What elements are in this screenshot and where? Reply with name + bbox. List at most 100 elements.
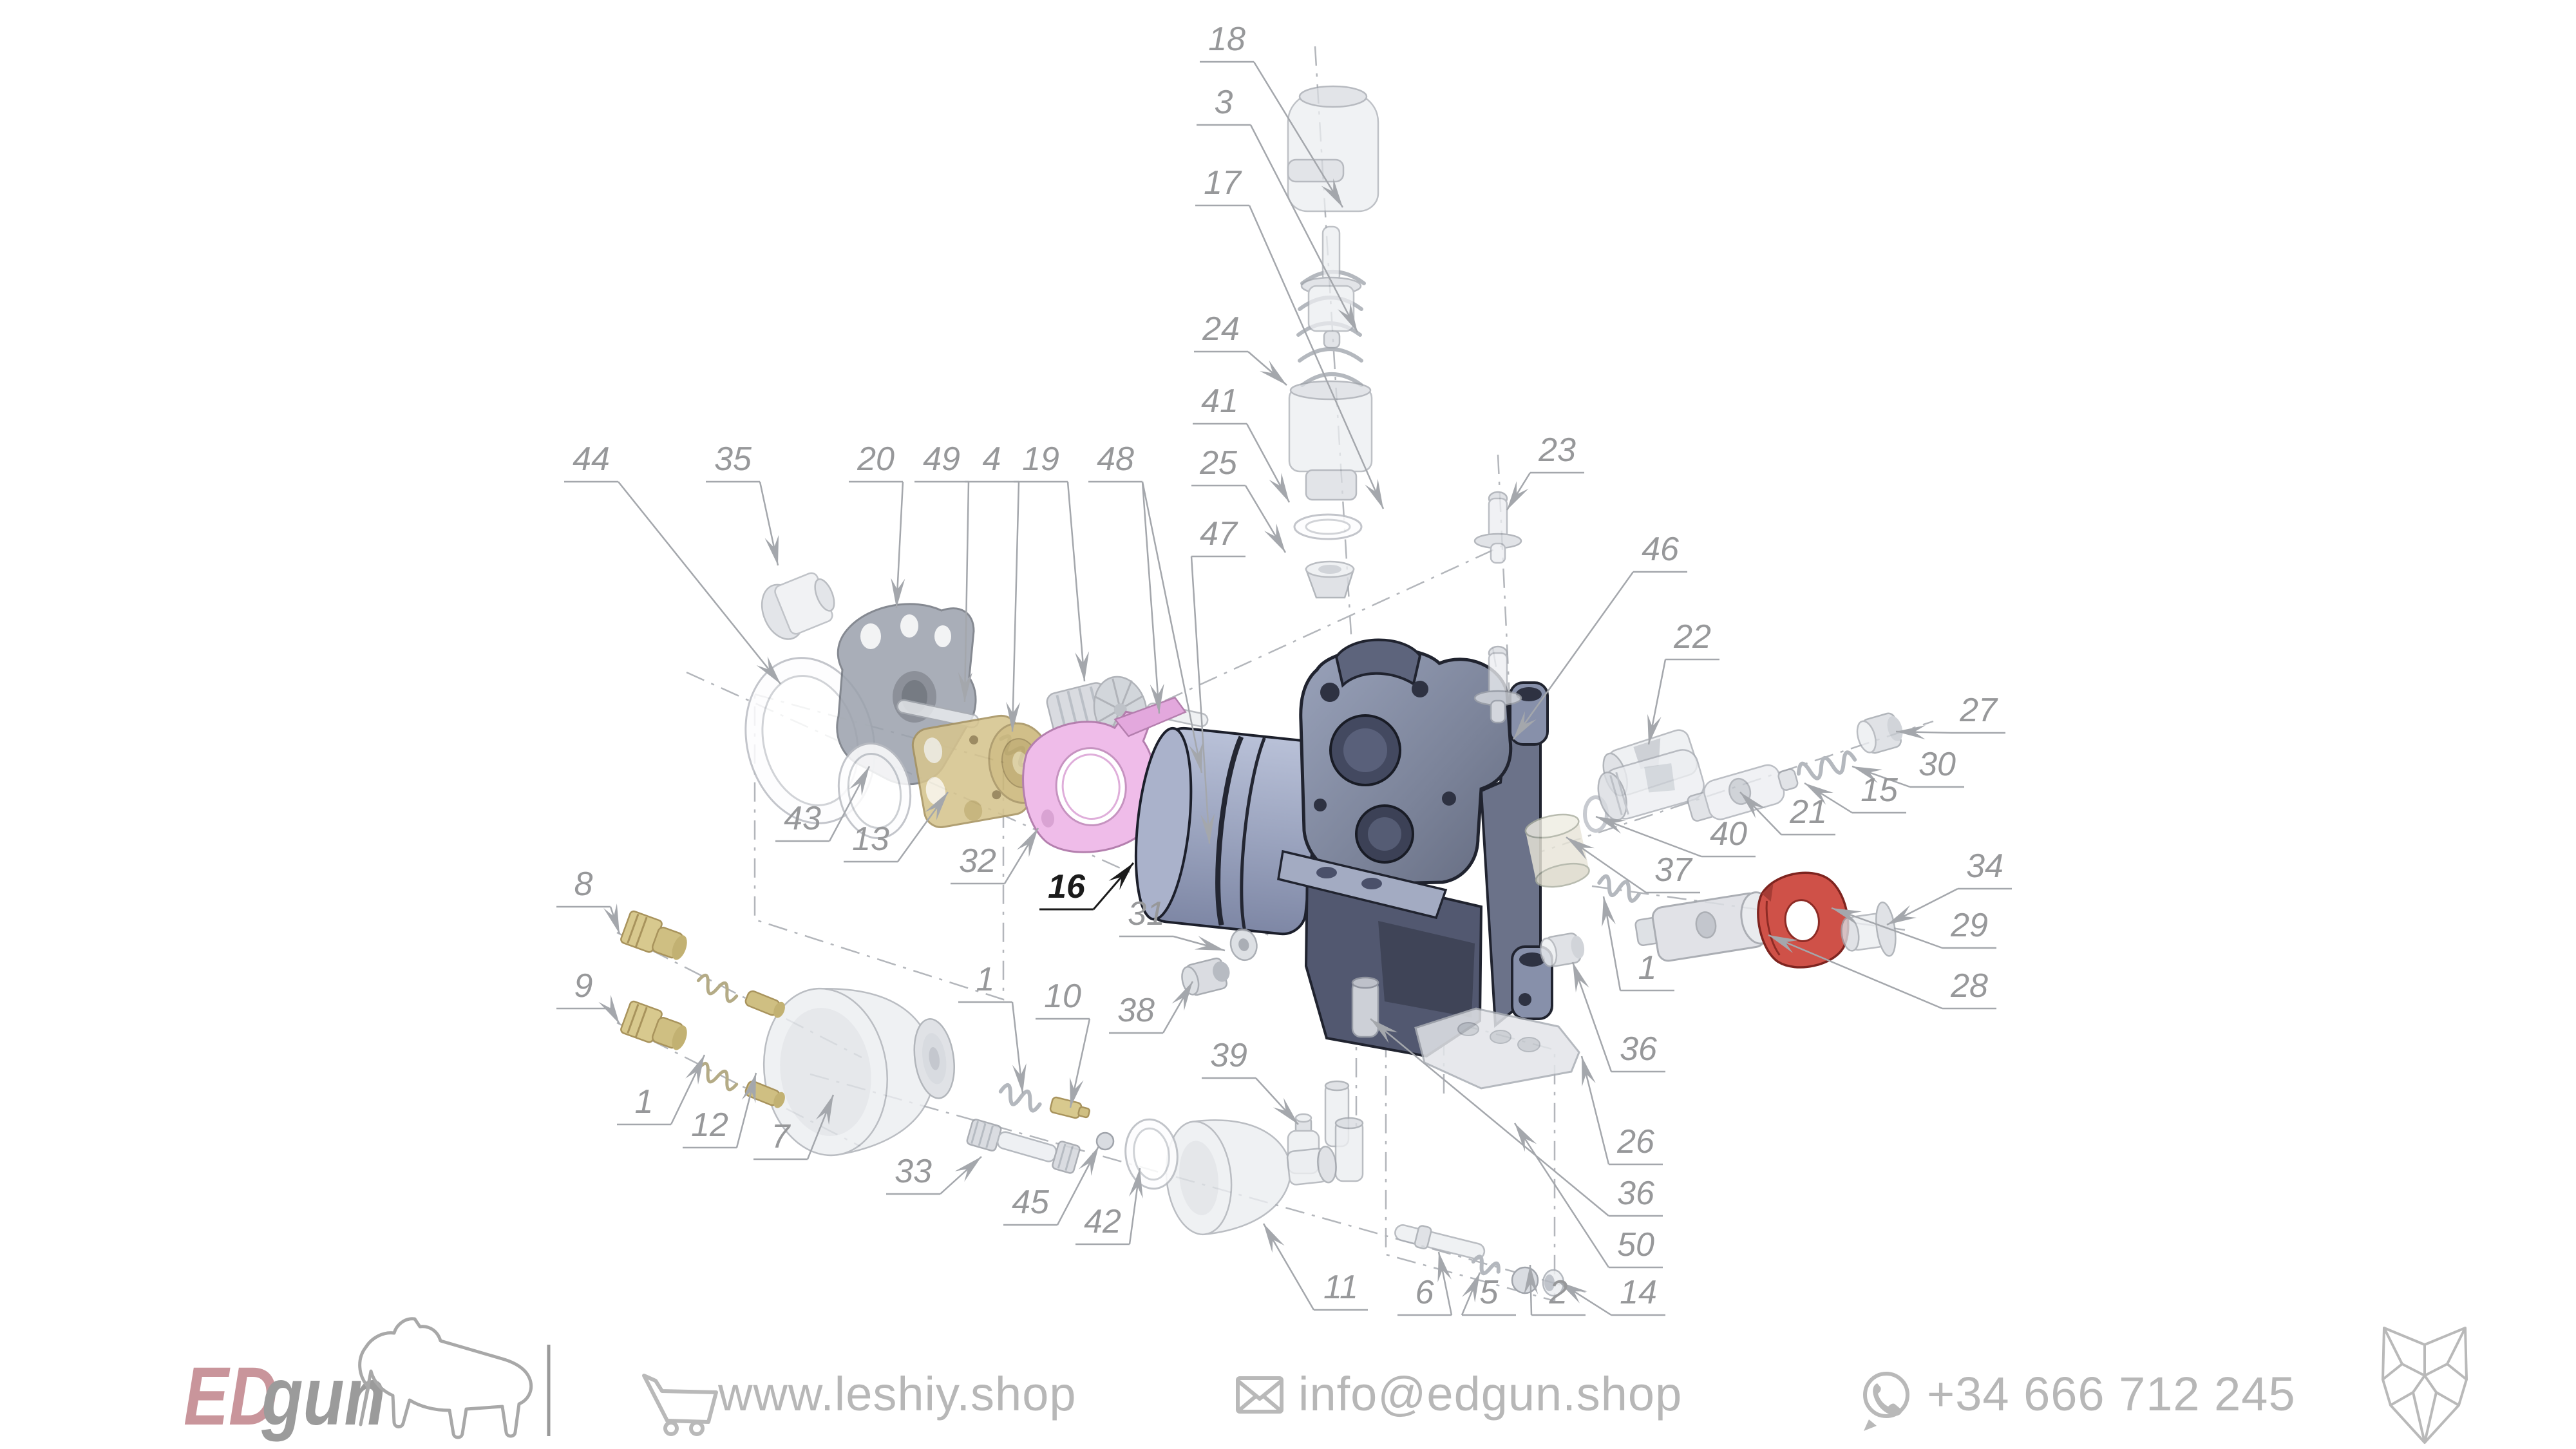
part-9-fitting xyxy=(620,1000,687,1050)
part-main-body xyxy=(1277,638,1553,1058)
part-8-spring xyxy=(696,973,739,1003)
footer-phone[interactable]: +34 666 712 245 xyxy=(1863,1367,2296,1431)
part-5-spring xyxy=(1471,1255,1501,1276)
callout-12: 12 xyxy=(683,1072,757,1149)
website-text: www.leshiy.shop xyxy=(717,1367,1077,1421)
callout-46: 46 xyxy=(1512,531,1687,740)
callout-35: 35 xyxy=(706,440,779,566)
callout-number: 24 xyxy=(1202,310,1240,348)
part-21-reg-piston xyxy=(1687,764,1799,822)
part-17-valve-stem xyxy=(1300,225,1362,349)
callout-number: 39 xyxy=(1210,1037,1247,1074)
callout-number: 40 xyxy=(1710,815,1747,853)
callout-number: 18 xyxy=(1208,21,1245,58)
callout-43: 43 xyxy=(775,766,871,842)
whatsapp-icon xyxy=(1863,1372,1909,1431)
callout-number: 15 xyxy=(1861,772,1899,809)
callout-31: 31 xyxy=(1119,895,1226,952)
callout-22: 22 xyxy=(1647,618,1719,745)
callout-number: 46 xyxy=(1642,531,1679,568)
callout-3: 3 xyxy=(1197,84,1359,333)
callout-5: 5 xyxy=(1461,1272,1516,1316)
callout-number: 8 xyxy=(574,866,593,903)
callout-26: 26 xyxy=(1580,1056,1663,1166)
callout-2: 2 xyxy=(1524,1264,1586,1316)
logo-ed-text: ED xyxy=(184,1350,278,1442)
callout-7: 7 xyxy=(753,1094,835,1160)
part-40-reg-sleeve xyxy=(1597,749,1705,821)
callout-30: 30 xyxy=(1852,746,1964,788)
part-12-brass-pin-top xyxy=(744,990,785,1018)
part-8-fitting xyxy=(620,910,687,960)
callout-40: 40 xyxy=(1595,815,1756,858)
callout-48: 48 xyxy=(1088,440,1203,773)
callout-32: 32 xyxy=(951,828,1039,885)
callout-36: 36 xyxy=(1370,1018,1663,1217)
callout-number: 42 xyxy=(1084,1203,1121,1240)
callout-17: 17 xyxy=(1195,164,1385,509)
logo-edgun[interactable]: ED gun xyxy=(184,1317,533,1443)
footer-email[interactable]: info@edgun.shop xyxy=(1236,1367,1682,1421)
envelope-icon xyxy=(1236,1376,1283,1414)
callout-number: 30 xyxy=(1918,746,1956,783)
part-body-ear-bottom xyxy=(1511,945,1553,1020)
callout-42: 42 xyxy=(1075,1168,1143,1245)
callout-25: 25 xyxy=(1191,444,1287,553)
callout-number: 35 xyxy=(714,440,752,478)
callout-number: 49 xyxy=(923,440,960,478)
part-33-adjuster-bolt xyxy=(966,1119,1081,1174)
part-29-safety-cam-red xyxy=(1757,871,1850,969)
callout-9: 9 xyxy=(556,967,621,1025)
callout-24: 24 xyxy=(1194,310,1287,386)
part-43-washer xyxy=(837,743,912,839)
callout-20: 20 xyxy=(849,440,905,609)
email-text: info@edgun.shop xyxy=(1298,1367,1682,1421)
callout-49: 49 xyxy=(914,440,972,703)
callout-36: 36 xyxy=(1571,961,1665,1073)
part-42-o-ring xyxy=(1124,1118,1179,1190)
part-23-pins xyxy=(1473,491,1522,724)
callout-34: 34 xyxy=(1886,848,2012,926)
callout-number: 4 xyxy=(983,440,1001,478)
callout-number: 50 xyxy=(1617,1226,1654,1264)
part-11-valve-bell xyxy=(1165,1119,1337,1236)
callout-number: 1 xyxy=(1638,949,1657,987)
callout-number: 28 xyxy=(1950,967,1988,1005)
callout-number: 45 xyxy=(1012,1184,1050,1221)
callout-number: 27 xyxy=(1959,692,1998,729)
callout-number: 36 xyxy=(1620,1030,1657,1068)
callout-29: 29 xyxy=(1831,907,1996,949)
callout-number: 36 xyxy=(1617,1175,1654,1212)
callout-number: 11 xyxy=(1323,1269,1358,1306)
callout-19: 19 xyxy=(1014,440,1090,682)
part-1-spring-mid xyxy=(998,1083,1042,1113)
callout-number: 44 xyxy=(573,440,610,478)
footer-website[interactable]: www.leshiy.shop xyxy=(642,1367,1077,1436)
callout-6: 6 xyxy=(1397,1251,1453,1316)
callout-18: 18 xyxy=(1200,21,1344,208)
callout-23: 23 xyxy=(1506,431,1584,511)
callout-number: 23 xyxy=(1538,431,1576,469)
callout-number: 2 xyxy=(1549,1274,1568,1311)
phone-text: +34 666 712 245 xyxy=(1927,1367,2296,1421)
callout-number: 16 xyxy=(1048,868,1086,905)
callout-number: 37 xyxy=(1654,851,1693,889)
part-7-end-cap xyxy=(762,987,955,1157)
callout-number: 19 xyxy=(1022,440,1059,478)
callout-number: 47 xyxy=(1200,515,1238,553)
callout-39: 39 xyxy=(1202,1037,1299,1125)
fox-icon xyxy=(2382,1327,2468,1444)
part-28-safety-body xyxy=(1634,891,1777,962)
part-36-pins xyxy=(1324,976,1379,1148)
callout-number: 12 xyxy=(691,1106,728,1144)
part-25-poppet-seal xyxy=(1305,560,1355,599)
callout-11: 11 xyxy=(1262,1223,1368,1311)
callout-number: 26 xyxy=(1616,1123,1654,1160)
part-6-trigger-rod xyxy=(1394,1224,1486,1260)
part-37-cup xyxy=(1524,813,1590,888)
dog-icon xyxy=(358,1317,533,1439)
callout-16: 16 xyxy=(1039,862,1135,911)
callout-number: 7 xyxy=(772,1118,791,1155)
part-15-reg-spring xyxy=(1796,750,1857,781)
callout-number: 1 xyxy=(976,961,995,998)
